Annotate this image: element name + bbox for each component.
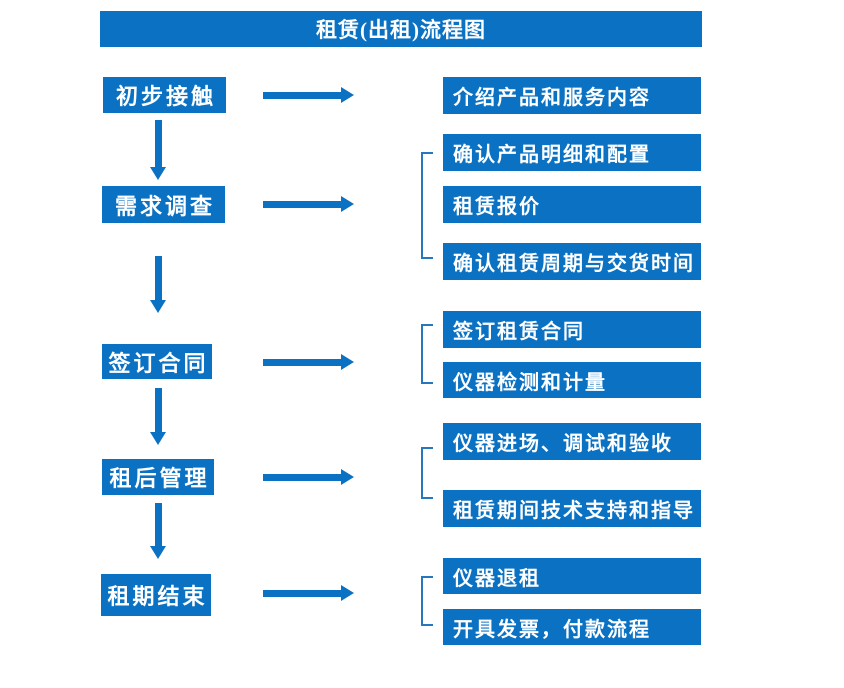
output-box: 介绍产品和服务内容 <box>443 77 701 114</box>
arrow-head <box>341 87 354 103</box>
arrow-head <box>341 196 354 212</box>
arrow-right-icon <box>263 585 354 601</box>
step-box-post-rental-management: 租后管理 <box>102 459 214 495</box>
output-box: 确认产品明细和配置 <box>443 134 701 171</box>
output-box: 签订租赁合同 <box>443 311 701 348</box>
arrow-shaft <box>263 200 341 208</box>
group-bracket <box>421 152 433 259</box>
arrow-down-icon <box>150 256 166 313</box>
arrow-right-icon <box>263 354 354 370</box>
arrow-down-icon <box>150 503 166 559</box>
output-box: 仪器检测和计量 <box>443 362 701 398</box>
step-box-contract-signing: 签订合同 <box>102 344 212 379</box>
arrow-head <box>341 585 354 601</box>
arrow-right-icon <box>263 469 354 485</box>
output-box: 租赁期间技术支持和指导 <box>443 490 701 527</box>
arrow-shaft <box>263 358 341 366</box>
arrow-down-icon <box>150 388 166 445</box>
group-bracket <box>421 447 433 499</box>
arrow-shaft <box>154 120 162 167</box>
arrow-head <box>341 469 354 485</box>
arrow-right-icon <box>263 87 354 103</box>
step-box-demand-survey: 需求调查 <box>102 186 225 223</box>
group-bracket <box>421 576 433 626</box>
arrow-right-icon <box>263 196 354 212</box>
arrow-down-icon <box>150 120 166 180</box>
output-box: 仪器退租 <box>443 558 701 594</box>
arrow-shaft <box>263 589 341 597</box>
arrow-shaft <box>154 256 162 300</box>
step-box-rental-end: 租期结束 <box>101 574 211 616</box>
arrow-head <box>150 300 166 313</box>
step-box-initial-contact: 初步接触 <box>103 77 226 113</box>
output-box: 开具发票，付款流程 <box>443 609 701 645</box>
arrow-head <box>150 432 166 445</box>
arrow-head <box>341 354 354 370</box>
arrow-shaft <box>263 91 341 99</box>
arrow-shaft <box>263 473 341 481</box>
output-box: 租赁报价 <box>443 186 701 223</box>
output-box: 确认租赁周期与交货时间 <box>443 243 701 280</box>
flowchart-title: 租赁(出租)流程图 <box>100 11 702 47</box>
group-bracket <box>421 324 433 384</box>
arrow-head <box>150 546 166 559</box>
output-box: 仪器进场、调试和验收 <box>443 423 701 460</box>
arrow-head <box>150 167 166 180</box>
arrow-shaft <box>154 503 162 546</box>
arrow-shaft <box>154 388 162 432</box>
